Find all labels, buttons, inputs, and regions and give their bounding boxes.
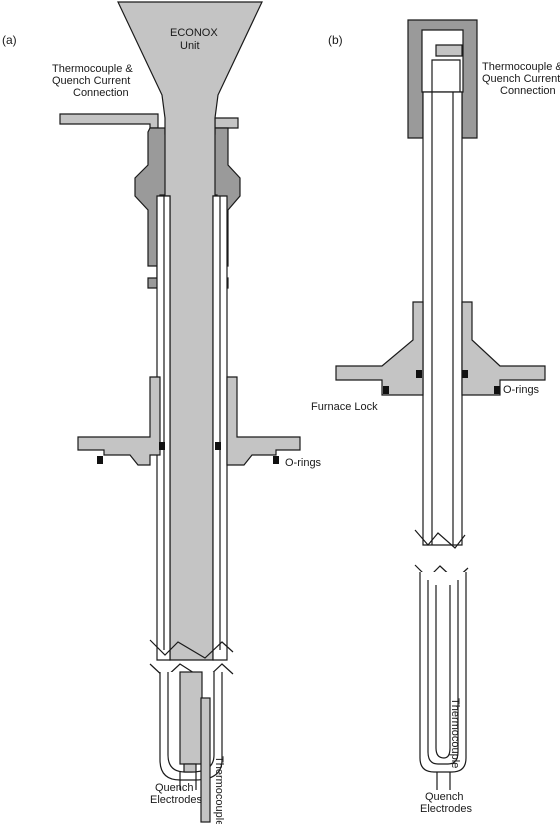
furnace-lock-flange-left — [77, 376, 161, 466]
electrodes-label-a-line1: Quench — [155, 782, 194, 794]
flange-b-right — [461, 301, 546, 396]
o-ring-inner-left — [159, 442, 165, 450]
furnace-lock-label: Furnace Lock — [311, 401, 378, 413]
electrodes-label-b-line2: Electrodes — [420, 803, 472, 815]
connection-arm-left — [59, 113, 159, 129]
connection-label-b-line3: Connection — [500, 85, 556, 97]
electrodes-label-b-line1: Quench — [425, 791, 464, 803]
break-line-upper — [149, 639, 234, 659]
connection-arm-right — [214, 117, 239, 129]
thermocouple-label-a: Thermocouple — [213, 756, 225, 824]
econox-label-line1: ECONOX — [170, 27, 218, 39]
lower-core — [179, 671, 203, 765]
furnace-lock-flange-right — [226, 376, 301, 466]
o-ring-b-outer-left — [383, 386, 389, 394]
o-rings-label-b: O-rings — [503, 384, 540, 396]
tube-b-outer — [422, 91, 463, 546]
o-ring-inner-right — [215, 442, 221, 450]
thermocouple-b-wire — [435, 585, 451, 759]
connection-label-a-line3: Connection — [73, 87, 129, 99]
panel-a-tag: (a) — [2, 33, 17, 47]
connector-plug — [435, 44, 463, 57]
connector-socket — [431, 59, 461, 93]
thermocouple-label-b: Thermocouple — [449, 698, 461, 768]
o-ring-outer-right — [273, 456, 279, 464]
tube-b-lower-outer — [419, 572, 467, 773]
quench-electrode-tip — [183, 763, 197, 773]
tube-b-lower-inner — [427, 580, 459, 765]
panel-b: (b) Thermocouple & Quench Current Connec… — [328, 19, 560, 815]
o-ring-b-outer-right — [494, 386, 500, 394]
connection-label-b-line2: Quench Current — [482, 73, 560, 85]
o-ring-outer-left — [97, 456, 103, 464]
connection-label-a-line2: Quench Current — [52, 75, 130, 87]
thermocouple-rod — [200, 697, 211, 823]
econox-unit-funnel — [117, 1, 263, 661]
break-line-b-upper — [414, 529, 466, 549]
flange-b-left — [335, 301, 424, 396]
econox-label-line2: Unit — [180, 40, 200, 52]
connection-label-b-line1: Thermocouple & — [482, 61, 560, 73]
panel-b-tag: (b) — [328, 33, 343, 47]
panel-a: (a) ECONOX — [2, 1, 378, 824]
o-ring-b-inner-left — [416, 370, 422, 378]
o-ring-b-inner-right — [462, 370, 468, 378]
connection-label-a-line1: Thermocouple & — [52, 63, 133, 75]
electrodes-label-a-line2: Electrodes — [150, 794, 202, 806]
o-rings-label-a: O-rings — [285, 457, 322, 469]
